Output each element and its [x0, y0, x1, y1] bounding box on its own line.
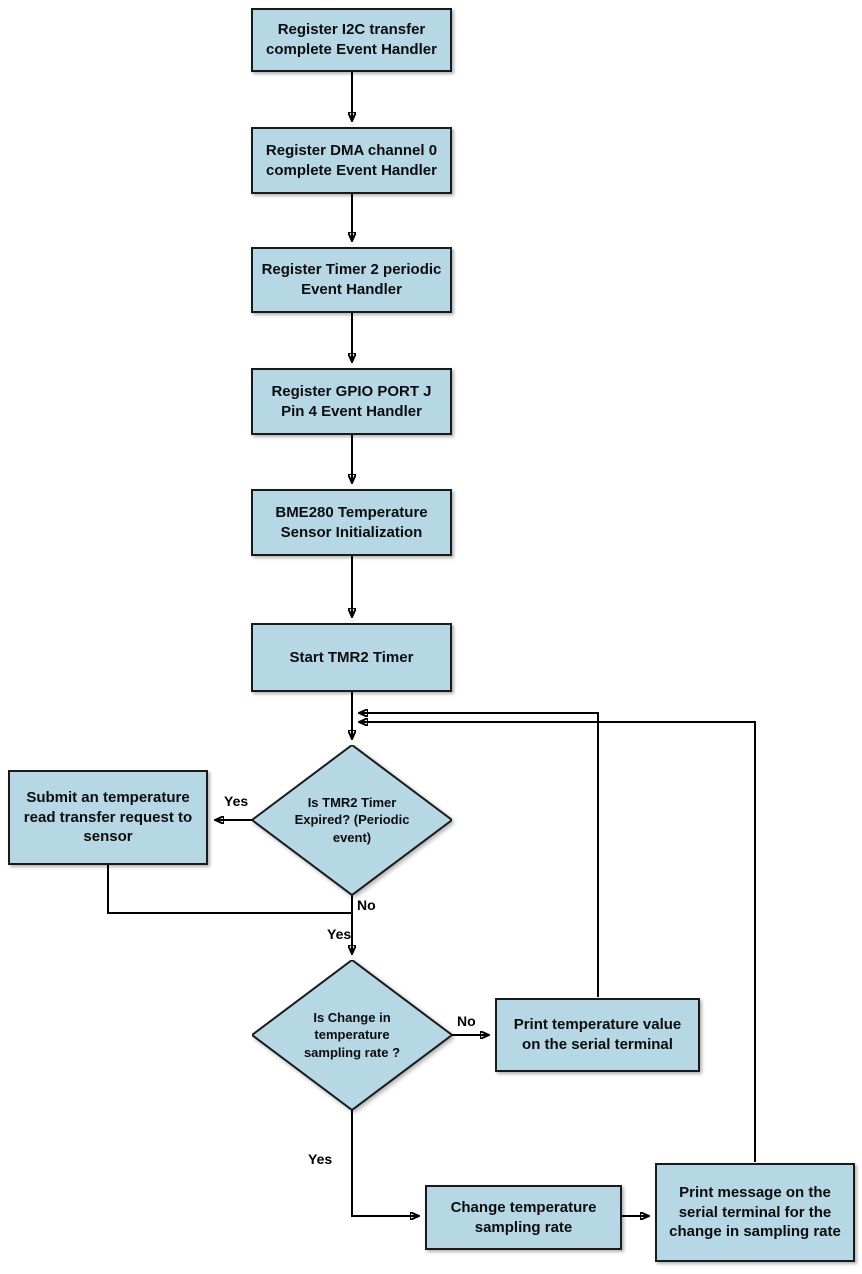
node-bme280-init-label: BME280 Temperature Sensor Initialization — [275, 503, 428, 541]
edge-label-yes-tmr2: Yes — [224, 793, 249, 809]
connector-diamond2-yes — [351, 1110, 418, 1216]
edge-label-no-change: No — [457, 1013, 476, 1029]
node-register-timer2-label: Register Timer 2 periodic Event Handler — [261, 261, 442, 298]
node-print-temp: Print temperature value on the serial te… — [495, 998, 700, 1072]
node-start-tmr2-label: Start TMR2 Timer — [289, 648, 414, 666]
node-register-dma: Register DMA channel 0 complete Event Ha… — [251, 127, 452, 194]
node-register-dma-label: Register DMA channel 0 complete Event Ha… — [265, 141, 438, 179]
node-register-gpio: Register GPIO PORT J Pin 4 Event Handler — [251, 368, 452, 435]
edge-label-no-tmr2: No — [357, 897, 376, 913]
node-register-timer2: Register Timer 2 periodic Event Handler — [251, 247, 452, 313]
edge-label-yes-merge: Yes — [327, 926, 352, 942]
node-print-message: Print message on the serial terminal for… — [655, 1163, 855, 1262]
diamond-shape — [252, 960, 452, 1110]
node-tmr2-expired-label: Is TMR2 Timer Expired? (Periodic event) — [294, 794, 410, 845]
node-submit-read: Submit an temperature read transfer requ… — [8, 770, 208, 865]
node-change-rate: Change temperature sampling rate — [425, 1185, 622, 1250]
node-register-gpio-label: Register GPIO PORT J Pin 4 Event Handler — [271, 382, 432, 420]
node-submit-read-label: Submit an temperature read transfer requ… — [23, 788, 193, 846]
node-change-check-label: Is Change in temperature sampling rate ? — [303, 1009, 401, 1060]
node-register-i2c: Register I2C transfer complete Event Han… — [251, 8, 452, 72]
node-register-i2c-label: Register I2C transfer complete Event Han… — [266, 21, 437, 58]
node-print-temp-label: Print temperature value on the serial te… — [513, 1016, 682, 1053]
node-print-message-label: Print message on the serial terminal for… — [669, 1183, 841, 1241]
diamond-shape — [252, 745, 452, 895]
edge-label-yes-change: Yes — [308, 1151, 333, 1167]
node-bme280-init: BME280 Temperature Sensor Initialization — [251, 489, 452, 556]
node-change-check-decision: Is Change in temperature sampling rate ? — [252, 960, 452, 1110]
node-tmr2-expired-decision: Is TMR2 Timer Expired? (Periodic event) — [252, 745, 452, 895]
node-change-rate-label: Change temperature sampling rate — [450, 1198, 597, 1236]
node-start-tmr2: Start TMR2 Timer — [251, 623, 452, 692]
